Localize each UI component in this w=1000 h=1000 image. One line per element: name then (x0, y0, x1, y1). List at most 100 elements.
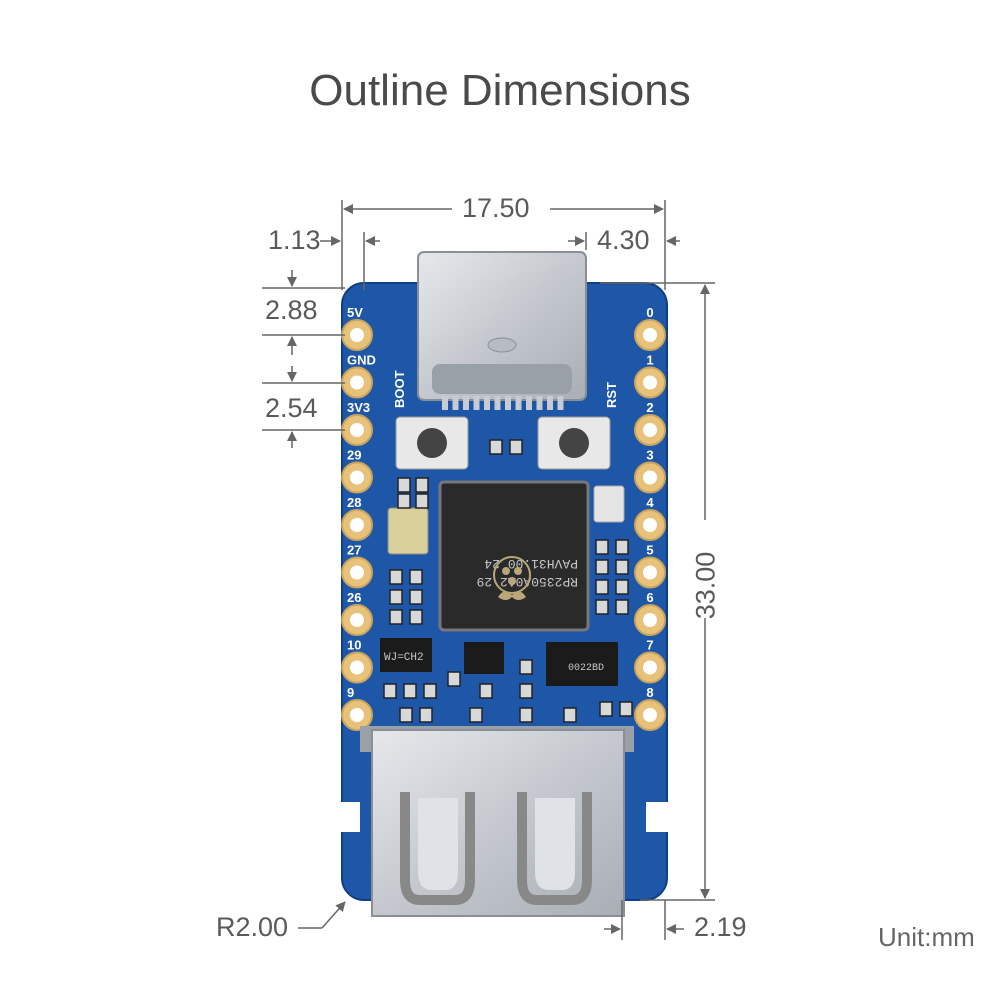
right-pin-label: 8 (646, 685, 653, 700)
smd-part (615, 599, 629, 615)
rp2350-chip: RP2350A0A2 29 PAVH31.00 24 (438, 480, 590, 632)
smd-part (595, 539, 609, 555)
dimension-usb-a-overhang: 2.19 (694, 912, 747, 942)
right-pin-6: 6 (634, 590, 666, 636)
smd-part (615, 559, 629, 575)
raspberry-logo (493, 556, 531, 600)
usbc-contact (505, 396, 511, 410)
usbc-contact (452, 396, 459, 410)
boot-button (395, 416, 469, 470)
left-pin-label: 10 (347, 638, 361, 653)
usbc-contact (494, 396, 501, 410)
right-pin-label: 1 (646, 353, 653, 368)
smd-part (595, 579, 609, 595)
unit-label: Unit:mm (878, 922, 975, 952)
reset-button (537, 416, 611, 470)
usb-a-connector (360, 726, 634, 917)
flash-ic: 0022BD (546, 642, 618, 686)
left-pin-10: 10 (341, 638, 373, 684)
smd-part (415, 493, 429, 509)
smd-part (403, 683, 417, 699)
smd-part (409, 589, 423, 605)
dimension-left-offset: 1.13 (268, 225, 321, 255)
smd-part (469, 707, 483, 723)
smd-part (409, 569, 423, 585)
left-pin-label: 29 (347, 448, 361, 463)
right-pin-2: 2 (634, 400, 666, 446)
left-pin-gnd: GND (341, 353, 376, 399)
smd-part (489, 439, 503, 455)
smd-part (563, 707, 577, 723)
rgb-led (593, 485, 625, 523)
smd-part (397, 493, 411, 509)
smd-part (509, 439, 523, 455)
smd-part (389, 589, 403, 605)
left-pin-label: 9 (347, 685, 354, 700)
right-pin-3: 3 (634, 448, 666, 494)
crystal (387, 507, 429, 555)
boot-label: BOOT (392, 370, 407, 408)
left-pin-label: 5V (347, 305, 363, 320)
smd-part (383, 683, 397, 699)
usbc-contact (526, 396, 532, 410)
smd-part (397, 477, 411, 493)
left-pin-label: 27 (347, 543, 361, 558)
right-pin-label: 7 (646, 638, 653, 653)
chip-marking-line2: PAVH31.00 24 (484, 556, 578, 571)
right-pin-label: 4 (646, 495, 654, 510)
reset-label: RST (604, 382, 619, 408)
smd-part (447, 671, 461, 687)
smd-part (615, 539, 629, 555)
right-pin-label: 3 (646, 448, 653, 463)
smd-part (595, 599, 609, 615)
smd-part (519, 683, 533, 699)
usbc-contact (442, 396, 448, 410)
dimension-pin-pitch: 2.54 (265, 393, 318, 423)
left-pin-label: 26 (347, 590, 361, 605)
mosfet (464, 642, 504, 674)
right-pin-label: 2 (646, 400, 653, 415)
usbc-contact (484, 396, 490, 410)
dimension-right-offset: 4.30 (597, 225, 650, 255)
left-pin-28: 28 (341, 495, 373, 541)
left-pin-27: 27 (341, 543, 373, 589)
page-title: Outline Dimensions (309, 66, 691, 115)
left-pin-label: 28 (347, 495, 361, 510)
usbc-contact (547, 396, 553, 410)
right-pin-1: 1 (634, 353, 666, 399)
smd-part (619, 701, 633, 717)
left-pin-3v3: 3V3 (341, 400, 373, 446)
left-pin-9: 9 (341, 685, 373, 731)
smd-part (419, 707, 433, 723)
right-pin-label: 6 (646, 590, 653, 605)
right-pin-5: 5 (634, 543, 666, 589)
smd-part (389, 569, 403, 585)
regulator: WJ=CH2 (380, 638, 432, 672)
left-pin-29: 29 (341, 448, 373, 494)
usb-c-connector (417, 251, 587, 410)
dimension-lines (262, 200, 715, 940)
smd-part (409, 609, 423, 625)
smd-part (399, 707, 413, 723)
dimension-pin-top: 2.88 (265, 295, 318, 325)
usbc-contact (515, 396, 522, 410)
regulator-marking: WJ=CH2 (384, 652, 424, 664)
smd-part (423, 683, 437, 699)
usbc-contact (473, 396, 480, 410)
dimension-corner-radius: R2.00 (216, 912, 289, 942)
left-pin-26: 26 (341, 590, 373, 636)
right-pin-0: 0 (634, 305, 666, 351)
ic-marking: 0022BD (568, 663, 604, 674)
usbc-contact (536, 396, 543, 410)
right-pin-7: 7 (634, 638, 666, 684)
smd-components (383, 439, 633, 723)
left-pin-label: GND (347, 353, 376, 368)
dimension-height-total: 33.00 (690, 551, 721, 620)
smd-part (479, 683, 493, 699)
smd-part (519, 707, 533, 723)
smd-part (615, 579, 629, 595)
smd-part (415, 477, 429, 493)
smd-part (389, 609, 403, 625)
usbc-contact (557, 396, 564, 410)
